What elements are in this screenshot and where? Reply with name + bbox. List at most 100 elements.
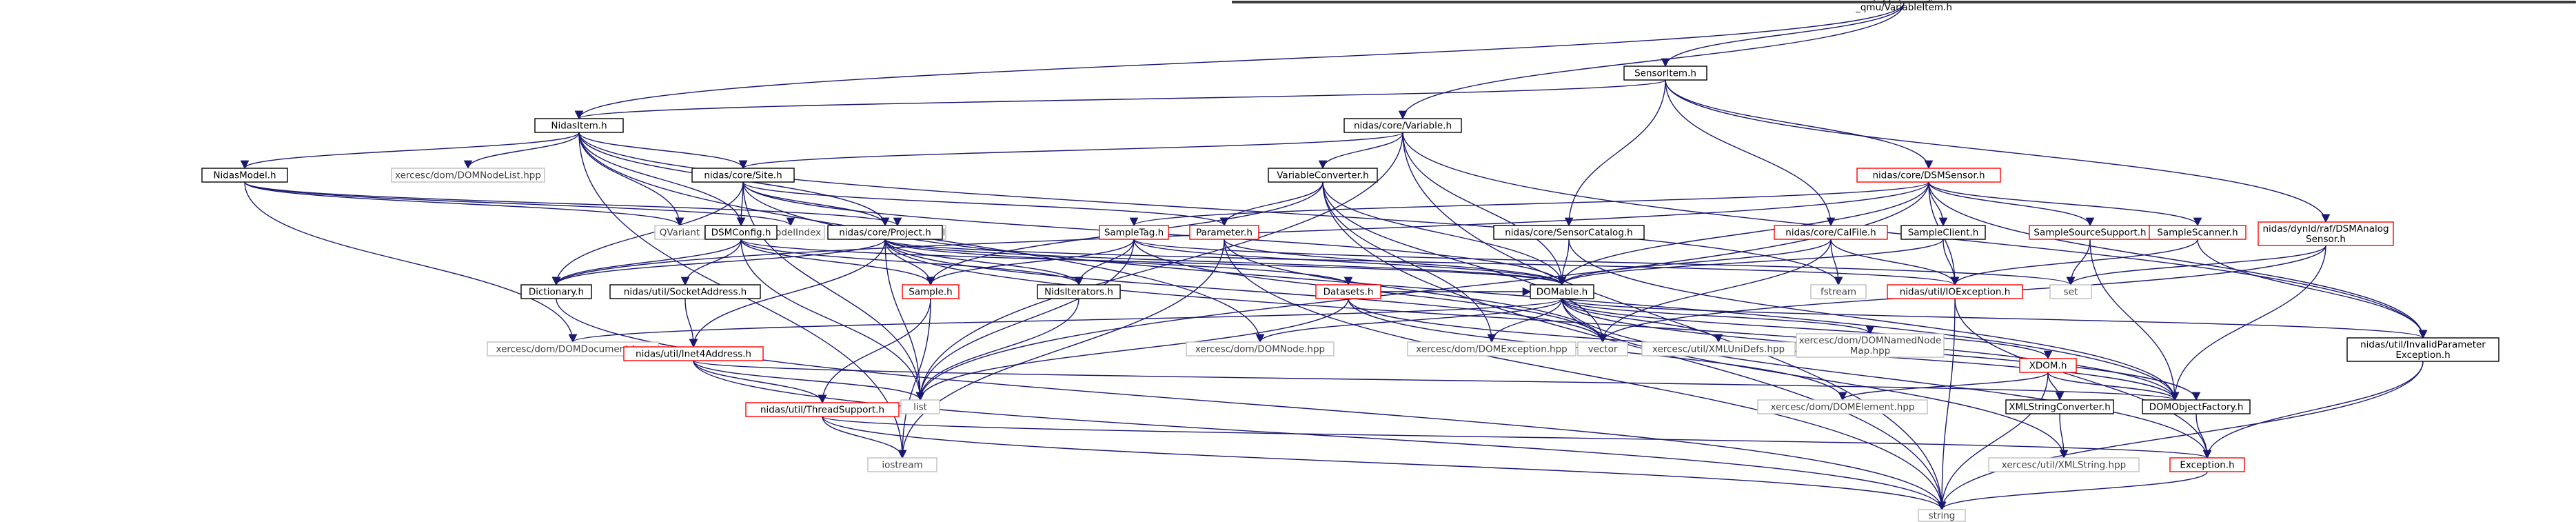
node-string[interactable]: string — [1918, 509, 1966, 522]
edge-nidasmodel-to-qabsmodel — [244, 181, 902, 227]
node-box — [691, 168, 795, 183]
edge-arrow — [926, 239, 1135, 286]
node-xmlstring[interactable]: xercesc/util/XMLString.hpp — [1988, 457, 2140, 472]
node-root[interactable]: nidas/apps/config/nidas_qmu/VariableItem… — [1232, 0, 2576, 13]
edge-nidasitem-to-qvariant — [578, 132, 684, 227]
edge-arrow — [1928, 181, 2202, 227]
node-label: VariableConverter.h — [1277, 170, 1369, 181]
edge-arrow — [1665, 79, 1836, 227]
node-dsmsensor[interactable]: nidas/core/DSMSensor.h — [1856, 168, 2001, 183]
edge-arrow — [1074, 239, 1135, 286]
node-label: SensorItem.h — [1634, 68, 1696, 79]
node-sensorcatalog[interactable]: nidas/core/SensorCatalog.h — [1493, 225, 1645, 240]
node-xdom[interactable]: XDOM.h — [2019, 358, 2077, 373]
node-label: xercesc/dom/DOMNamedNode — [1799, 335, 1942, 346]
node-label: list — [913, 402, 927, 413]
edge-arrow — [244, 181, 795, 227]
edge-parameter-to-iostream — [897, 239, 1225, 459]
node-calfile[interactable]: nidas/core/CalFile.h — [1774, 225, 1888, 240]
node-fstream[interactable]: fstream — [1810, 284, 1867, 299]
node-domnode[interactable]: xercesc/dom/DOMNode.hpp — [1186, 341, 1335, 357]
node-xmlstrconv[interactable]: XMLStringConverter.h — [2005, 399, 2114, 414]
edge-site-to-list — [742, 181, 925, 401]
node-nidsiterators[interactable]: NidsIterators.h — [1037, 284, 1121, 299]
node-varconv[interactable]: VariableConverter.h — [1268, 168, 1378, 183]
node-socketaddr[interactable]: nidas/util/SocketAddress.h — [609, 284, 761, 299]
edge-dsmsensor-to-samplesource — [1928, 181, 2095, 227]
node-set[interactable]: set — [2049, 284, 2092, 299]
edge-dsmsensor-to-list — [915, 181, 1929, 401]
node-label: QVariant — [660, 228, 700, 239]
node-list[interactable]: list — [900, 399, 940, 414]
node-inetaddr[interactable]: nidas/util/Inet4Address.h — [623, 346, 764, 361]
node-samplescanner[interactable]: SampleScanner.h — [2149, 225, 2247, 240]
edge-arrow — [1838, 372, 2049, 401]
edge-arrow — [1224, 239, 1947, 511]
node-sample[interactable]: Sample.h — [902, 284, 960, 299]
edge-arrow — [822, 416, 907, 459]
node-dsmconfig[interactable]: DSMConfig.h — [704, 225, 778, 240]
node-iostream[interactable]: iostream — [867, 457, 937, 472]
node-domexception[interactable]: xercesc/dom/DOMException.hpp — [1407, 341, 1576, 357]
node-label: xercesc/dom/DOMNodeList.hpp — [395, 170, 541, 181]
edge-arrow — [1928, 181, 2095, 227]
node-label: nidas/core/SensorCatalog.h — [1505, 228, 1633, 239]
edge-threadsupport-to-string — [822, 416, 1947, 511]
node-box — [1099, 225, 1169, 240]
node-box — [1774, 225, 1888, 240]
edge-arrow — [915, 239, 1135, 401]
edge-inetaddr-to-string — [693, 360, 1947, 511]
node-xmlunidefs[interactable]: xercesc/util/XMLUniDefs.hpp — [1641, 341, 1796, 357]
edge-arrow — [1318, 132, 1403, 170]
node-sampletag[interactable]: SampleTag.h — [1099, 225, 1169, 240]
node-datasets[interactable]: Datasets.h — [1315, 284, 1381, 299]
node-nidasmodel[interactable]: NidasModel.h — [201, 168, 288, 183]
edge-arrow — [1322, 181, 1567, 286]
node-qvariant[interactable]: QVariant — [654, 225, 705, 240]
edge-datasets-to-list — [915, 298, 1349, 401]
node-domnodelist[interactable]: xercesc/dom/DOMNodeList.hpp — [391, 168, 545, 183]
edge-varconv-to-parameter — [1219, 181, 1324, 227]
edge-invalidparam-to-exception — [2202, 361, 2424, 459]
node-vector[interactable]: vector — [1577, 341, 1628, 357]
node-label: nidas/core/Project.h — [839, 228, 931, 239]
node-exception[interactable]: Exception.h — [2169, 457, 2245, 472]
edge-arrow — [1224, 239, 1608, 343]
edge-sampletag-to-sample — [926, 239, 1135, 286]
node-variable[interactable]: nidas/core/Variable.h — [1343, 118, 1462, 133]
node-dictionary[interactable]: Dictionary.h — [520, 284, 592, 299]
node-label: Parameter.h — [1196, 228, 1252, 239]
node-label: DOMable.h — [1537, 287, 1588, 298]
node-sensoritem[interactable]: SensorItem.h — [1623, 66, 1707, 81]
edge-arrow — [1255, 298, 1563, 343]
edge-arrow — [244, 181, 902, 227]
edge-arrow — [551, 181, 744, 286]
node-domable[interactable]: DOMable.h — [1530, 284, 1594, 299]
node-label: SampleClient.h — [1908, 228, 1979, 239]
node-site[interactable]: nidas/core/Site.h — [691, 168, 795, 183]
edge-domobjfactory-to-exception — [2195, 413, 2212, 459]
node-threadsupport[interactable]: nidas/util/ThreadSupport.h — [745, 402, 900, 417]
node-samplesource[interactable]: SampleSourceSupport.h — [2029, 225, 2151, 240]
edge-arrow — [2197, 239, 2428, 339]
node-label: SampleSourceSupport.h — [2034, 228, 2146, 239]
node-domdocument[interactable]: xercesc/dom/DOMDocument.hpp — [487, 341, 659, 357]
node-sampleclient[interactable]: SampleClient.h — [1900, 225, 1986, 240]
node-label: nidas/core/DSMSensor.h — [1872, 170, 1985, 181]
node-project[interactable]: nidas/core/Project.h — [827, 225, 943, 240]
edge-arrow — [1937, 298, 1956, 511]
node-nidasitem[interactable]: NidasItem.h — [534, 118, 624, 133]
node-label: xercesc/dom/DOMElement.hpp — [1771, 402, 1915, 413]
edge-samplesource-to-map — [2089, 239, 2180, 401]
node-label: set — [2064, 287, 2078, 298]
node-parameter[interactable]: Parameter.h — [1189, 225, 1259, 240]
edge-variable-to-site — [739, 132, 1403, 170]
node-domobjfactory[interactable]: DOMObjectFactory.h — [2142, 399, 2251, 414]
node-ioexception[interactable]: nidas/util/IOException.h — [1887, 284, 2023, 299]
edge-arrow — [1830, 239, 1960, 286]
node-domelement[interactable]: xercesc/dom/DOMElement.hpp — [1757, 399, 1928, 414]
node-label: XMLStringConverter.h — [2009, 402, 2111, 413]
